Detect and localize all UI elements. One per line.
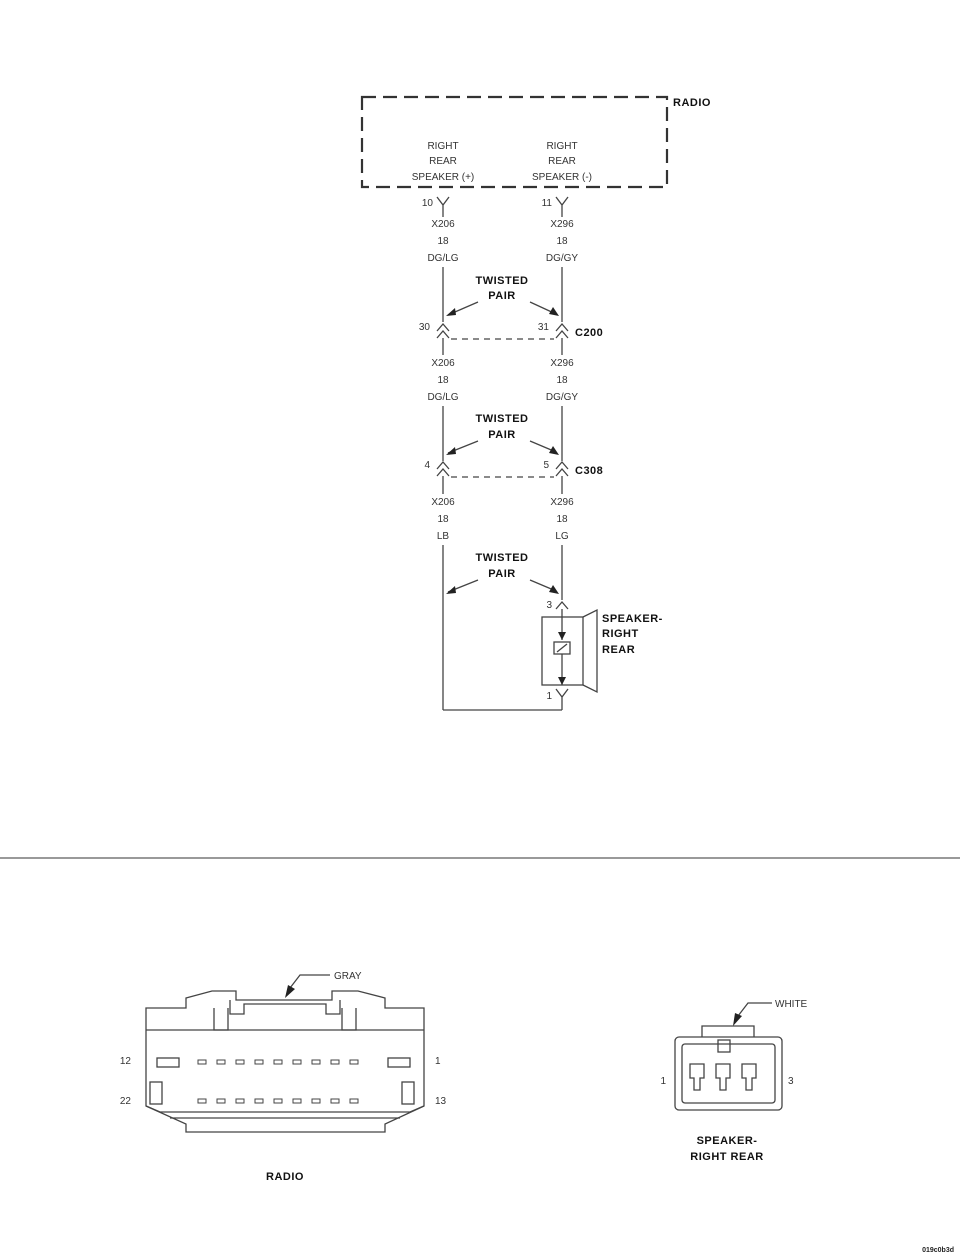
wire-color-right: DG/GY xyxy=(546,392,579,403)
connector-pin-cavity xyxy=(349,1059,359,1065)
wire-segment-2: X206 18 DG/LG X296 18 DG/GY TWISTED PAIR xyxy=(427,338,578,461)
wire-segment-1: X206 18 DG/LG X296 18 DG/GY TWISTED PAIR xyxy=(427,213,578,322)
speaker-connector-color: WHITE xyxy=(775,999,808,1010)
wire-circuit-right: X296 xyxy=(550,358,574,369)
radio-connector-pin-1: 1 xyxy=(435,1056,441,1067)
speaker-connector-view: WHITE 1 3 SPEAKER- RIGHT REAR xyxy=(660,999,807,1163)
wire-color-left: DG/LG xyxy=(427,253,458,264)
speaker-right-rear: 3 SPEAKER- RIGHT REAR 1 xyxy=(443,600,663,711)
connector-pin-cavity xyxy=(311,1059,321,1065)
radio-pin-left-line3: SPEAKER (+) xyxy=(412,172,475,183)
figure-id: 019c0b3d xyxy=(922,1247,954,1254)
speaker-label-2: RIGHT xyxy=(602,628,639,640)
wire-gauge-left: 18 xyxy=(437,514,449,525)
connector-pin-cavity xyxy=(311,1098,321,1104)
wire-gauge-right: 18 xyxy=(556,514,568,525)
wire-gauge-right: 18 xyxy=(556,375,568,386)
c308-label: C308 xyxy=(575,465,603,477)
wire-color-left: LB xyxy=(437,531,450,542)
c308-pin-left: 4 xyxy=(424,460,430,471)
connector-pin-cavity xyxy=(197,1098,207,1104)
wire-segment-3: X206 18 LB X296 18 LG TWISTED PAIR xyxy=(431,476,574,710)
connector-pin-cavity xyxy=(235,1098,245,1104)
wire-circuit-left: X206 xyxy=(431,497,455,508)
connector-pin-cavity xyxy=(292,1098,302,1104)
connector-pin-cavity xyxy=(292,1059,302,1065)
radio-label: RADIO xyxy=(673,97,711,109)
speaker-connector-name-2: RIGHT REAR xyxy=(690,1151,763,1163)
wire-color-left: DG/LG xyxy=(427,392,458,403)
radio-connector-pins xyxy=(197,1059,359,1104)
connector-pin-cavity xyxy=(273,1059,283,1065)
radio-pin-right-line1: RIGHT xyxy=(546,141,577,152)
connector-pin-cavity xyxy=(216,1098,226,1104)
svg-text:10: 10 xyxy=(422,198,434,209)
radio-connector-color: GRAY xyxy=(334,971,362,982)
wire-gauge-right: 18 xyxy=(556,236,568,247)
connector-pin-cavity xyxy=(273,1098,283,1104)
wire-color-right: DG/GY xyxy=(546,253,579,264)
twisted-pair-label-1: TWISTED xyxy=(476,275,529,287)
wire-gauge-left: 18 xyxy=(437,375,449,386)
twisted-pair-label-2b: PAIR xyxy=(488,429,515,441)
wire-circuit-right: X296 xyxy=(550,497,574,508)
radio-connector-pin-12: 12 xyxy=(120,1056,132,1067)
wire-gauge-left: 18 xyxy=(437,236,449,247)
c200-pin-right: 31 xyxy=(538,322,550,333)
radio-pin-right-line3: SPEAKER (-) xyxy=(532,172,592,183)
radio-connector-pin-13: 13 xyxy=(435,1096,447,1107)
connector-pin-cavity xyxy=(235,1059,245,1065)
radio-pin-left-line2: REAR xyxy=(429,156,457,167)
speaker-label-3: REAR xyxy=(602,644,635,656)
radio-module: RADIO RIGHT REAR SPEAKER (+) RIGHT REAR … xyxy=(360,95,711,189)
wire-color-right: LG xyxy=(555,531,569,542)
twisted-pair-label-1b: PAIR xyxy=(488,290,515,302)
twisted-pair-label-3b: PAIR xyxy=(488,568,515,580)
svg-text:11: 11 xyxy=(542,198,553,209)
radio-connector-name: RADIO xyxy=(266,1171,304,1183)
speaker-label-1: SPEAKER- xyxy=(602,613,663,625)
connector-pin-cavity xyxy=(254,1059,264,1065)
speaker-pin-bottom: 1 xyxy=(546,691,552,702)
connector-pin-cavity xyxy=(349,1098,359,1104)
wire-circuit-left: X206 xyxy=(431,358,455,369)
speaker-connector-name-1: SPEAKER- xyxy=(697,1135,758,1147)
radio-connector-pin-22: 22 xyxy=(120,1096,132,1107)
radio-connector-view: GRAY 12 1 22 13 RADIO xyxy=(120,971,447,1183)
radio-pin-right-line2: REAR xyxy=(548,156,576,167)
wire-circuit-left: X206 xyxy=(431,219,455,230)
connector-pin-cavity xyxy=(254,1098,264,1104)
c200-label: C200 xyxy=(575,327,603,339)
c308-pin-right: 5 xyxy=(543,460,549,471)
speaker-connector-pin-3: 3 xyxy=(788,1076,794,1087)
speaker-connector-pin-1: 1 xyxy=(660,1076,666,1087)
connector-pin-cavity xyxy=(216,1059,226,1065)
connector-pin-cavity xyxy=(330,1098,340,1104)
radio-pin-left-line1: RIGHT xyxy=(427,141,458,152)
connector-c200: 30 31 C200 xyxy=(419,322,603,340)
wire-circuit-right: X296 xyxy=(550,219,574,230)
radio-cavity-right: 11 xyxy=(542,196,569,213)
radio-cavity-left: 10 xyxy=(422,196,450,213)
speaker-pin-top: 3 xyxy=(546,600,552,611)
connector-pin-cavity xyxy=(330,1059,340,1065)
connector-c308: 4 5 C308 xyxy=(424,460,603,478)
twisted-pair-label-3: TWISTED xyxy=(476,552,529,564)
c200-pin-left: 30 xyxy=(419,322,431,333)
connector-pin-cavity xyxy=(197,1059,207,1065)
twisted-pair-label-2: TWISTED xyxy=(476,413,529,425)
